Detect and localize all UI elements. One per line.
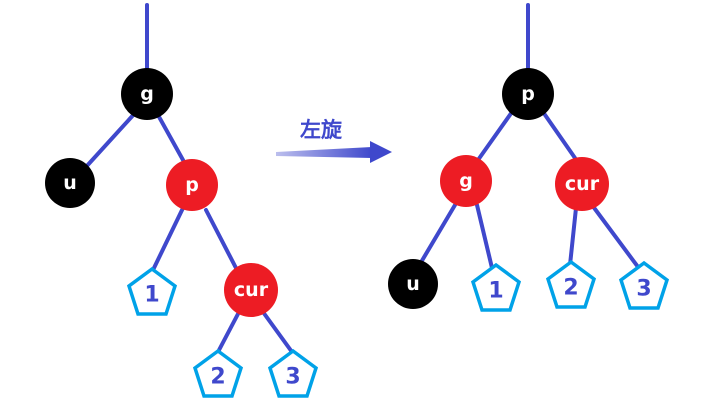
subtree-3: 3 [618,260,670,310]
node-p-label: p [185,174,199,196]
edge-cur-subtree3 [590,203,640,269]
subtree-2-label: 2 [210,365,225,390]
subtree-3: 3 [267,348,319,398]
node-u-label: u [406,273,420,295]
node-g-label: g [459,170,473,192]
edge-p-g [476,110,514,162]
rotation-operation: 左旋 [276,118,392,163]
edge-g-p [156,113,185,162]
edge-p-subtree1 [151,206,185,272]
subtree-3-label: 3 [636,277,651,302]
subtree-1-label: 1 [488,279,503,304]
subtree-2: 2 [545,259,597,309]
edge-g-u [418,203,457,266]
edge-cur-subtree2 [568,206,578,267]
subtree-1-label: 1 [144,283,159,308]
node-cur-label: cur [565,173,600,195]
subtree-2-label: 2 [563,276,578,301]
subtree-2: 2 [192,348,244,398]
operation-label: 左旋 [300,118,343,142]
node-u: u [45,158,95,208]
edge-cur-subtree3 [261,310,294,354]
edge-p-cur [204,208,238,270]
edge-g-u [83,110,138,170]
node-p-label: p [521,83,535,105]
edge-g-subtree1 [475,203,494,270]
edge-cur-subtree2 [216,310,241,354]
node-g: g [121,68,173,120]
subtree-3-label: 3 [285,365,300,390]
before-tree: g u p cur 1 2 3 [45,3,319,398]
node-p: p [166,159,218,211]
edge-p-cur [541,110,577,160]
right-arrow-icon [276,141,392,163]
node-cur: cur [224,263,278,317]
node-cur: cur [555,157,609,211]
node-p: p [502,68,554,120]
node-g: g [440,155,492,207]
subtree-1: 1 [470,262,522,312]
node-u: u [388,259,438,309]
node-u-label: u [63,172,77,194]
after-tree: p g cur u 1 2 3 [388,3,670,312]
node-g-label: g [140,83,154,105]
node-cur-label: cur [234,279,269,301]
subtree-1: 1 [126,266,178,316]
